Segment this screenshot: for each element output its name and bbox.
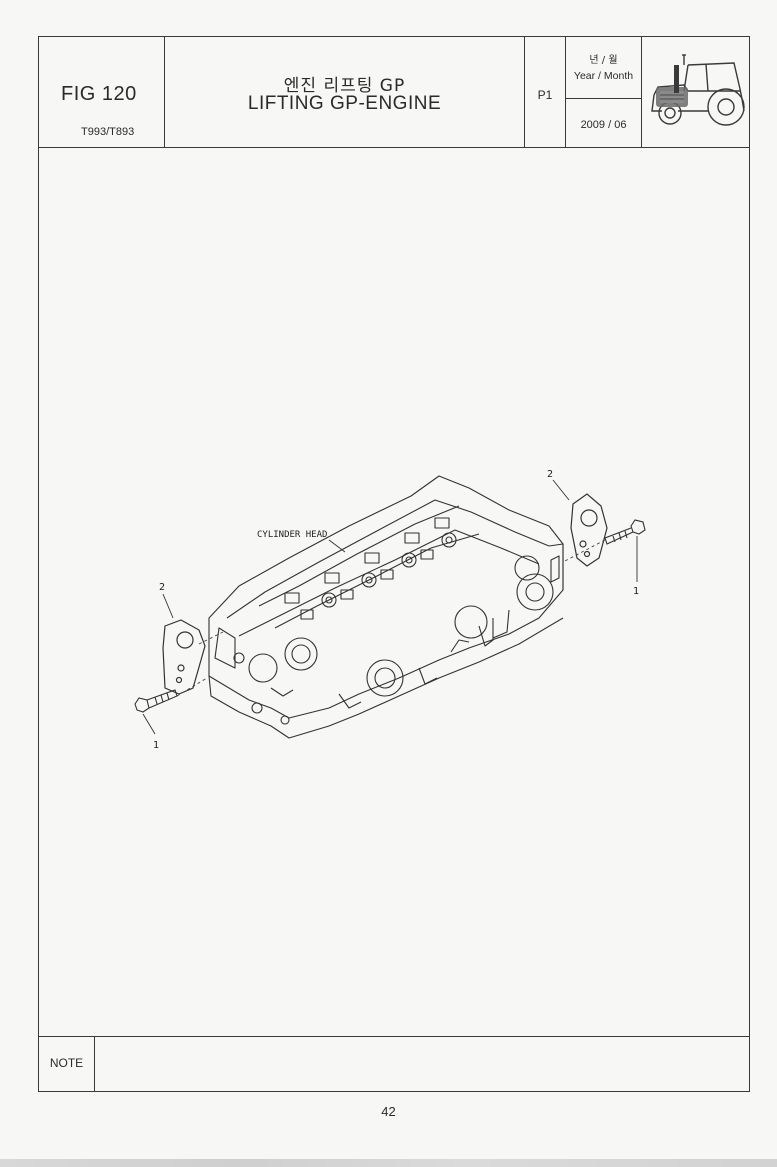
cylinder-head-drawing: CYLINDER HEAD 2 1 2 1	[134, 469, 646, 751]
lifting-bracket-right	[570, 493, 608, 567]
figure-cell: FIG 120 T993/T893	[39, 37, 165, 147]
bolt-right	[604, 519, 646, 545]
leader-bracket-left	[162, 593, 174, 619]
page-code-cell: P1	[525, 37, 566, 147]
callout-bracket-right: 2	[547, 469, 553, 480]
exploded-drawing: CYLINDER HEAD 2 1 2 1	[39, 148, 751, 1038]
page-code: P1	[537, 88, 553, 102]
leader-cylinder-head	[328, 539, 346, 553]
icon-cell	[642, 37, 751, 147]
scan-edge	[0, 1159, 777, 1167]
cylinder-head-outline	[208, 475, 564, 719]
callout-bolt-right: 1	[633, 586, 639, 597]
figure-number: FIG 120	[61, 83, 137, 105]
title-cell: 엔진 리프팅 GP LIFTING GP-ENGINE	[165, 37, 525, 147]
note-row: NOTE	[39, 1036, 749, 1091]
page-frame: FIG 120 T993/T893 엔진 리프팅 GP LIFTING GP-E…	[38, 36, 750, 1092]
model-code: T993/T893	[81, 126, 135, 138]
lifting-bracket-left	[162, 619, 206, 695]
title-block: FIG 120 T993/T893 엔진 리프팅 GP LIFTING GP-E…	[39, 37, 749, 148]
callout-bracket-left: 2	[159, 582, 165, 593]
leader-bolt-left	[142, 713, 156, 735]
date-header: 년 / 월 Year / Month	[566, 37, 641, 99]
date-cell: 년 / 월 Year / Month 2009 / 06	[566, 37, 642, 147]
tractor-engine-icon	[651, 54, 745, 126]
callout-bolt-left: 1	[153, 740, 159, 751]
title-english: LIFTING GP-ENGINE	[247, 93, 442, 114]
year-month-value: 2009 / 06	[580, 119, 627, 131]
title-korean: 엔진 리프팅 GP	[283, 76, 406, 96]
bolt-left	[134, 689, 178, 713]
page-number: 42	[381, 1104, 396, 1119]
year-month-label-en: Year / Month	[573, 70, 634, 82]
year-month-label-kr: 년 / 월	[589, 55, 618, 66]
leader-bracket-right	[552, 479, 570, 501]
label-cylinder-head: CYLINDER HEAD	[257, 530, 327, 540]
note-label: NOTE	[39, 1037, 95, 1091]
